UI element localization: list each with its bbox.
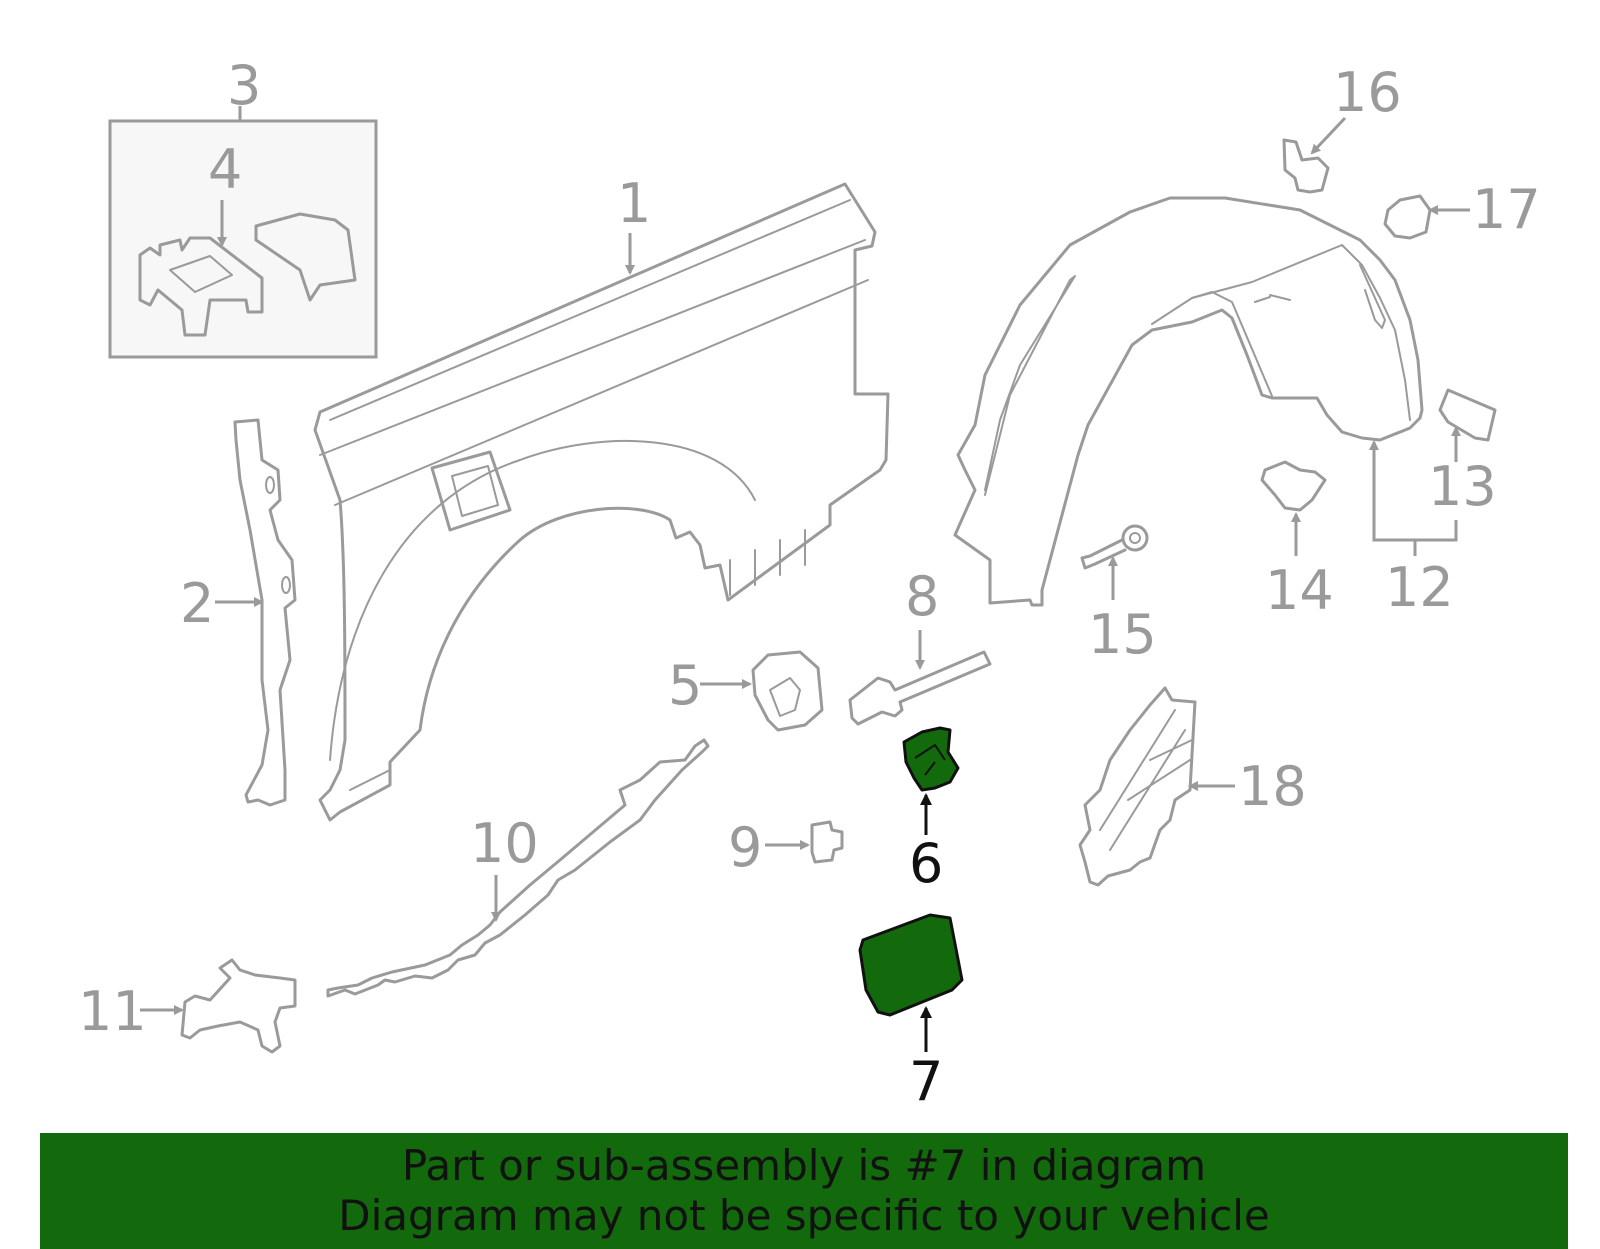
callout-15: 15 [1088, 603, 1157, 666]
part-13-clip [1438, 388, 1497, 442]
info-banner: Part or sub-assembly is #7 in diagram Di… [40, 1133, 1568, 1249]
part-8-pin [848, 650, 992, 726]
callout-4: 4 [208, 138, 242, 201]
part-5-bumper [751, 650, 824, 732]
callout-11: 11 [78, 980, 147, 1043]
banner-line-2: Diagram may not be specific to your vehi… [338, 1191, 1270, 1240]
callout-8: 8 [905, 565, 939, 628]
callout-3: 3 [227, 54, 261, 117]
part-17-clip [1383, 194, 1432, 240]
callout-2: 2 [180, 572, 214, 635]
banner-line-1: Part or sub-assembly is #7 in diagram [401, 1141, 1207, 1190]
part-11-bracket [180, 958, 297, 1054]
callout-10: 10 [470, 812, 539, 875]
part-10-strip [326, 738, 710, 998]
callout-13: 13 [1428, 455, 1497, 518]
part-3-kit-box [108, 106, 378, 359]
part-15-bolt [1080, 524, 1149, 570]
part-4-bracket [138, 212, 357, 337]
callout-16: 16 [1333, 61, 1402, 124]
part-16-clip [1282, 138, 1330, 194]
callout-14: 14 [1265, 559, 1334, 622]
callout-5: 5 [668, 654, 702, 717]
part-16-arrow [1310, 116, 1347, 155]
part-18-shield [1078, 686, 1197, 887]
part-2-pillar [233, 418, 297, 807]
part-14-clip [1260, 460, 1327, 512]
part-6-housing [902, 726, 960, 792]
part-9-clip [810, 820, 844, 864]
callout-7: 7 [909, 1050, 943, 1113]
callout-9: 9 [728, 816, 762, 879]
part-1-quarter-panel [313, 182, 890, 822]
callout-17: 17 [1472, 178, 1541, 241]
callout-6: 6 [909, 832, 943, 895]
callout-12: 12 [1385, 556, 1454, 619]
part-7-fuel-door[interactable] [858, 913, 964, 1017]
part-12-wheel-liner [953, 196, 1424, 607]
callout-18: 18 [1238, 755, 1307, 818]
callout-1: 1 [617, 172, 651, 235]
